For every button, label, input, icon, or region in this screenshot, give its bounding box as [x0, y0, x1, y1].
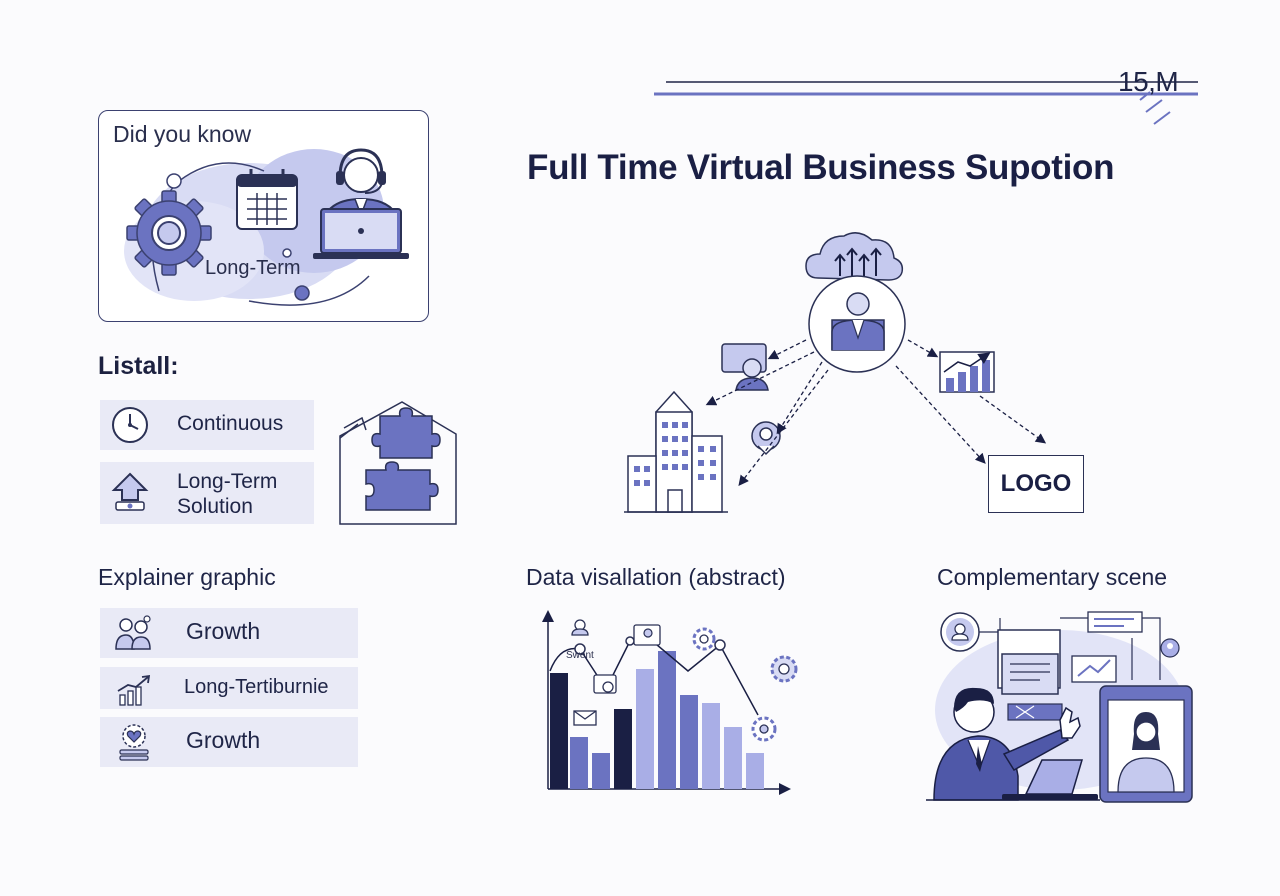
businessman-icon	[831, 292, 885, 351]
page-title: Full Time Virtual Business Supotion	[527, 148, 1115, 187]
did-you-know-label: Long-Term	[205, 257, 301, 279]
mail-icon	[573, 710, 597, 726]
avatar-icon	[940, 612, 980, 652]
scene-heading: Complementary scene	[937, 564, 1168, 590]
analytics-chart-icon	[939, 351, 995, 393]
list-item-long-term-solution: Long-Term Solution	[100, 462, 314, 524]
explainer-item-growth-2: Growth	[100, 717, 358, 767]
dataviz-heading: Data visallation (abstract)	[526, 564, 786, 590]
bar	[636, 669, 654, 789]
listall-heading: Listall:	[98, 352, 179, 380]
explainer-item-label: Growth	[186, 618, 261, 644]
bar	[724, 727, 742, 789]
bar	[592, 753, 610, 789]
video-call-tablet	[1099, 685, 1193, 803]
gear-icon	[126, 190, 212, 276]
puzzle-piece-icon	[371, 407, 441, 459]
puzzle-house-illustration	[339, 401, 457, 525]
user-icon	[571, 619, 589, 636]
dataviz-annotation: Swent	[566, 650, 594, 661]
gear-icon	[770, 655, 798, 683]
clock-icon	[112, 407, 148, 443]
abstract-data-visualization	[542, 610, 798, 795]
list-item-label: Continuous	[177, 412, 284, 435]
explainer-item-growth: Growth	[100, 608, 358, 658]
explainer-item-long-term: Long-Tertiburnie	[100, 667, 358, 709]
bar	[746, 753, 764, 789]
network-diagram	[624, 232, 1047, 513]
bar	[680, 695, 698, 789]
metric-decoration	[654, 81, 1198, 125]
explainer-item-label: Long-Tertiburnie	[184, 676, 329, 698]
chat-user-icon	[721, 343, 769, 391]
explainer-heading: Explainer graphic	[98, 564, 276, 590]
calendar-icon	[236, 169, 298, 230]
list-item-label-line2: Solution	[177, 495, 253, 518]
message-card	[1001, 653, 1059, 695]
gear-icon	[751, 716, 777, 742]
office-building-icon	[624, 390, 728, 513]
did-you-know-card: Did you know Long-Term	[98, 110, 429, 322]
gear-icon	[692, 627, 716, 651]
support-agent-icon	[313, 148, 409, 259]
upload-arrow-icon	[111, 472, 149, 511]
team-icon	[115, 615, 151, 650]
did-you-know-illustration	[124, 148, 409, 306]
logo-text: LOGO	[1000, 470, 1072, 497]
gear-heart-icon	[119, 724, 149, 761]
bar	[614, 709, 632, 789]
metric-value: 15,M	[1118, 66, 1179, 97]
cloud-upload-icon	[805, 232, 904, 281]
bar	[570, 737, 588, 789]
list-item-continuous: Continuous	[100, 400, 314, 450]
profile-card-icon	[633, 624, 661, 646]
complementary-scene-illustration	[926, 611, 1193, 803]
explainer-item-label: Growth	[186, 727, 261, 753]
logo-placeholder: LOGO	[988, 455, 1084, 513]
did-you-know-title: Did you know	[113, 121, 252, 147]
bar	[550, 673, 568, 789]
businessman-waving	[933, 687, 1081, 801]
bar	[658, 651, 676, 789]
list-item-label-line1: Long-Term	[177, 470, 278, 493]
bar	[702, 703, 720, 789]
laptop-icon	[1002, 759, 1098, 800]
growth-chart-icon	[117, 674, 151, 706]
notification-icon	[1160, 638, 1180, 658]
tag-icon	[593, 674, 617, 694]
puzzle-piece-icon	[365, 461, 439, 511]
bar-group	[550, 651, 764, 789]
